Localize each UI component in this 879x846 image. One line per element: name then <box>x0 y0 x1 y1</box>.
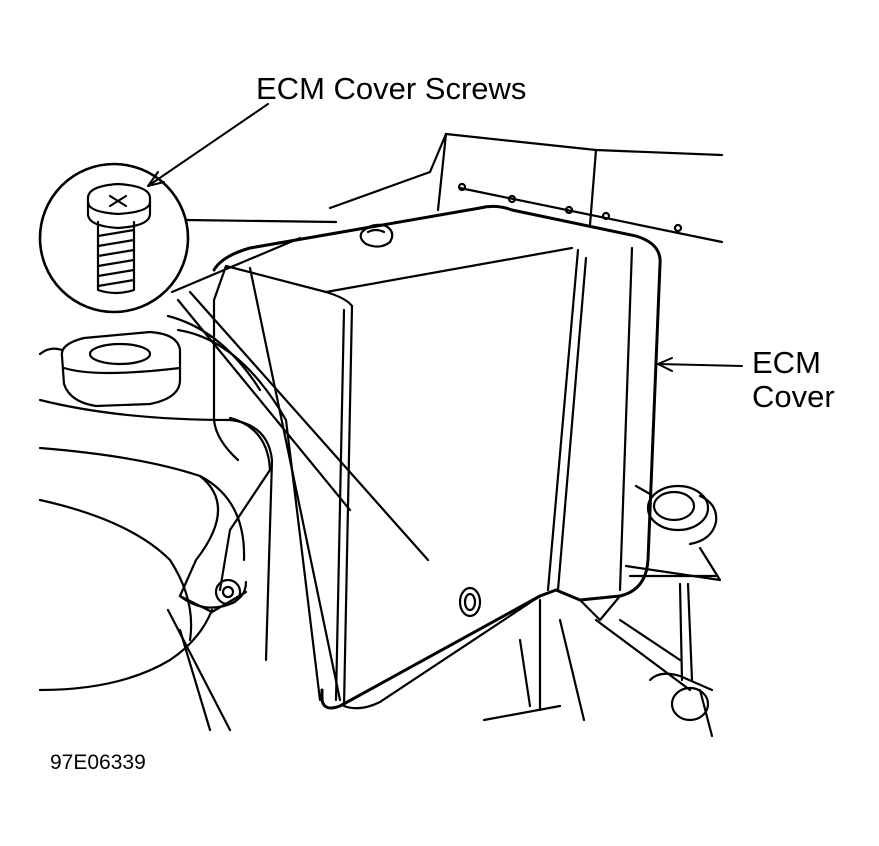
reservoir-tank <box>38 314 322 732</box>
ecm-cover-box <box>176 204 662 710</box>
ecm-cover-callout: ECM Cover <box>752 346 835 414</box>
leader-lines <box>147 103 743 372</box>
ecm-cover-callout-line1: ECM <box>752 345 821 380</box>
screw-detail-inset <box>38 162 338 314</box>
ecm-cover-callout-line2: Cover <box>752 379 835 414</box>
background-panel <box>328 132 724 244</box>
ecm-cover-screws-callout: ECM Cover Screws <box>256 71 527 106</box>
lower-right-components <box>482 484 722 738</box>
figure-code: 97E06339 <box>50 751 146 774</box>
